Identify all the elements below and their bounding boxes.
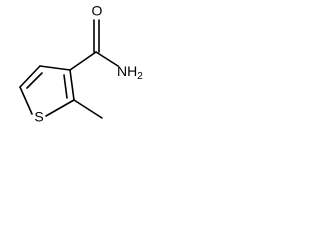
oxygen-atom-label: O [92,3,103,19]
structure-diagram: S O NH2 [0,0,160,140]
bond-s-c5 [19,86,33,115]
amide-nitrogen-label: NH2 [117,63,143,82]
bond-c2-methyl [73,99,103,119]
bond-c2-s [45,99,75,117]
bond-c3-carbonyl [69,51,97,71]
bond-c3-c2 [69,69,75,101]
bond-c5-c4-inner [26,72,43,89]
bond-c5-c4 [19,65,41,88]
bond-c3-c2-inner [63,74,68,99]
amide-nitrogen-subscript: 2 [137,71,143,82]
bond-carbonyl-n [95,51,119,67]
sulfur-atom-label: S [34,109,43,125]
molecule-drawing: S O NH2 [19,3,143,125]
bond-c4-c3 [39,65,71,71]
amide-nitrogen-text: NH [117,63,137,79]
